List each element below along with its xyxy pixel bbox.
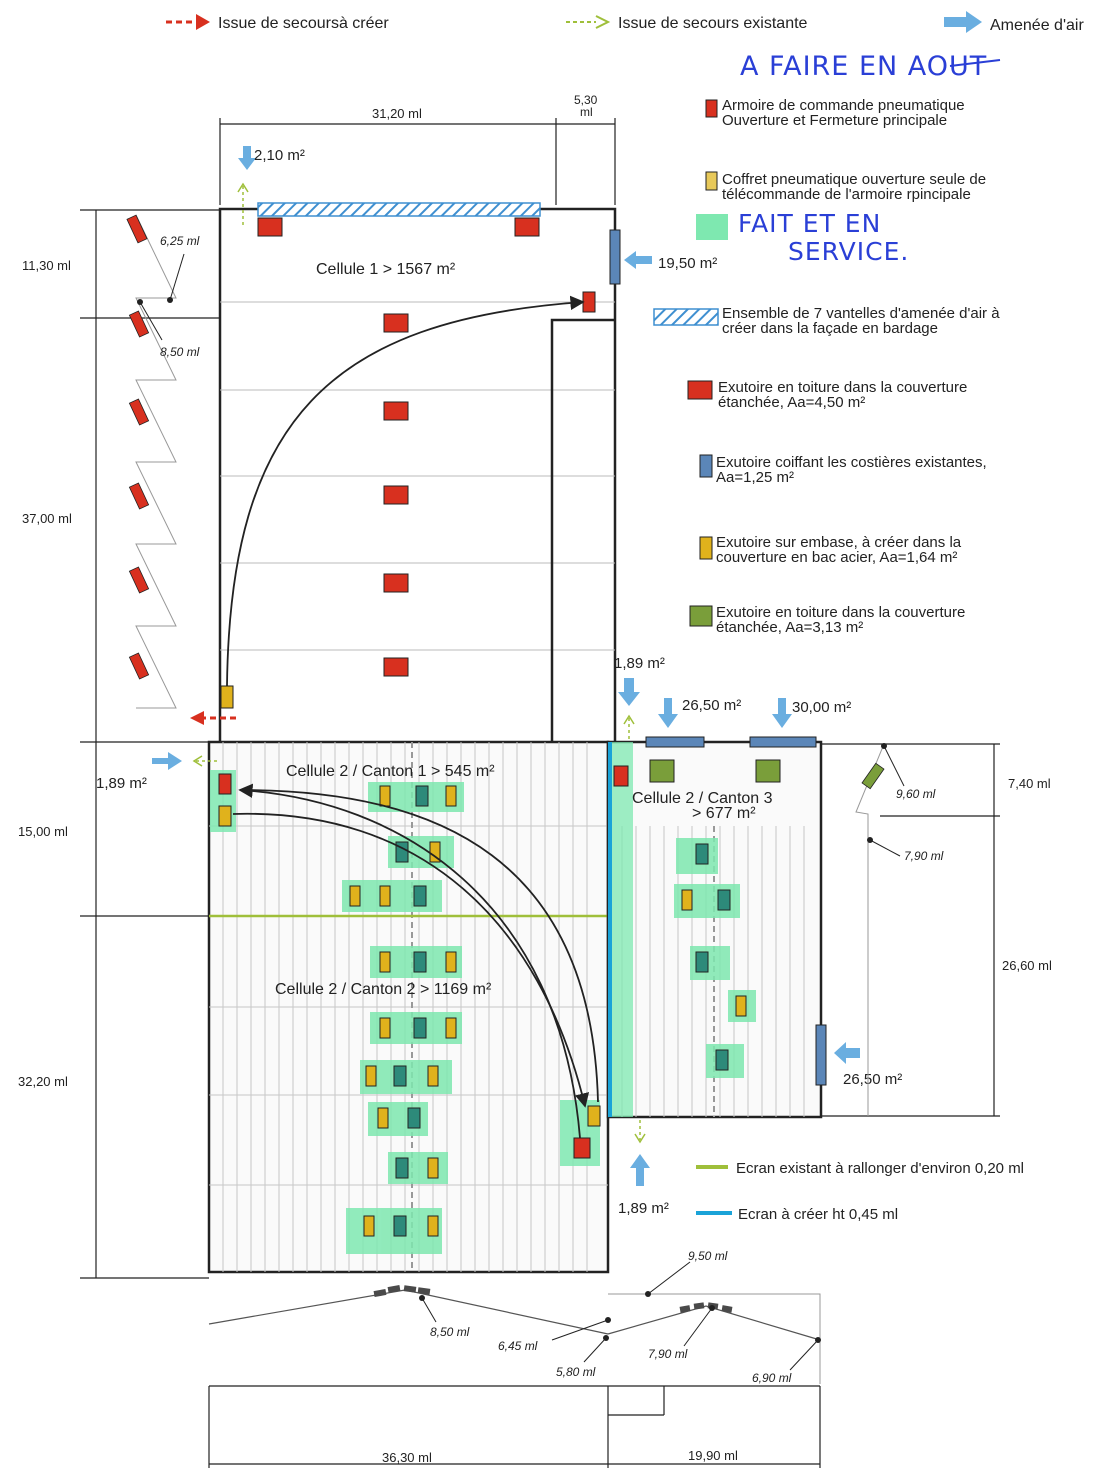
legend-pneumatic-box-2: télécommande de l'armoire rpincipale <box>722 186 971 203</box>
pneumatic-box-icon <box>705 171 718 191</box>
area-2-10: 2,10 m² <box>254 147 305 164</box>
handwritten-august-note: A FAIRE EN AOUT <box>740 51 987 82</box>
bottom-section <box>208 1261 821 1384</box>
legend-green-vent-2: étanchée, Aa=3,13 m² <box>716 619 863 636</box>
pneumatic-lines <box>226 295 599 1139</box>
area-30-00: 30,00 m² <box>792 699 851 716</box>
pneumatic-box-cell1 <box>220 685 234 709</box>
left-section-vents <box>126 214 150 680</box>
legend-blue-vent-2: Aa=1,25 m² <box>716 469 794 486</box>
green-vent-icon <box>689 605 713 627</box>
legend-roof-vent-red-1: Exutoire en toiture dans la couverture <box>718 379 967 396</box>
legend-yellow-vent-1: Exutoire sur embase, à créer dans la <box>716 534 962 551</box>
wall-vent-cell1 <box>609 229 621 285</box>
exit-to-create-arrow-icon <box>166 14 210 30</box>
cell-2-special-vents <box>218 759 781 1159</box>
legend-yellow-vent-2: couverture en bac acier, Aa=1,64 m² <box>716 549 957 566</box>
section-9-60: 9,60 ml <box>896 787 936 801</box>
legend-blue-vent-1: Exutoire coiffant les costières existant… <box>716 454 987 471</box>
legend-exit-to-create: Issue de secoursà créer <box>218 15 389 32</box>
dim-36-30: 36,30 ml <box>382 1450 432 1465</box>
dim-11-30: 11,30 ml <box>22 258 71 273</box>
section-7-90-right: 7,90 ml <box>904 849 944 863</box>
dim-19-90: 19,90 ml <box>688 1448 738 1463</box>
wall-vent-top-1 <box>645 736 705 748</box>
area-labels: 2,10 m² 19,50 m² 1,89 m² 26,50 m² 30,00 … <box>96 147 902 1217</box>
existing-exit-arrow-icon <box>566 15 611 29</box>
legend-vantelles-1: Ensemble de 7 vantelles d'amenée d'air à <box>722 305 1000 322</box>
legend-existing-exit: Issue de secours existante <box>618 15 808 32</box>
canton-3-label-1: Cellule 2 / Canton 3 <box>632 790 773 807</box>
dim-5-30-a: 5,30 <box>574 93 598 107</box>
section-6-45: 6,45 ml <box>498 1339 538 1353</box>
section-8-50-bottom: 8,50 ml <box>430 1325 470 1339</box>
legend-screen-create: Ecran à créer ht 0,45 ml <box>738 1206 898 1223</box>
canton-1-label: Cellule 2 / Canton 1 > 545 m² <box>286 763 495 780</box>
legend-vantelles-2: créer dans la façade en bardage <box>722 320 938 337</box>
dim-37-00: 37,00 ml <box>22 511 72 526</box>
section-9-50: 9,50 ml <box>688 1249 728 1263</box>
legend-pneumatic-cabinet-2: Ouverture et Fermeture principale <box>722 112 947 129</box>
done-highlight-icon <box>696 214 728 240</box>
legend-pneumatic-box-1: Coffret pneumatique ouverture seule de <box>722 171 986 188</box>
legend-pneumatic-cabinet-1: Armoire de commande pneumatique <box>722 97 965 114</box>
wall-vent-right <box>815 1024 827 1086</box>
handwritten-done-line2: SERVICE. <box>788 237 909 266</box>
canton-3-label-2: > 677 m² <box>692 805 756 822</box>
right-legend: Armoire de commande pneumatique Ouvertur… <box>653 97 1024 1223</box>
vantelles-icon <box>653 308 719 326</box>
dim-31-20: 31,20 ml <box>372 106 422 121</box>
pneumatic-cabinet-icon <box>705 99 718 118</box>
left-sawtooth-section <box>135 214 177 709</box>
blue-vent-icon <box>699 454 713 478</box>
roof-vent-red-icon <box>687 380 713 400</box>
area-19-50: 19,50 m² <box>658 255 717 272</box>
yellow-vent-icon <box>699 536 713 560</box>
legend-air-inlet: Amenée d'air <box>990 17 1084 34</box>
dimension-labels: 31,20 ml 5,30 ml 11,30 ml 37,00 ml 15,00… <box>18 93 1052 1465</box>
dimension-lines <box>80 118 1000 1468</box>
section-5-80: 5,80 ml <box>556 1365 596 1379</box>
air-inlet-arrows <box>152 146 860 1186</box>
right-section <box>855 743 905 1116</box>
canton-2-label: Cellule 2 / Canton 2 > 1169 m² <box>275 981 492 998</box>
legend-green-vent-1: Exutoire en toiture dans la couverture <box>716 604 965 621</box>
area-1-89-left: 1,89 m² <box>96 775 147 792</box>
area-26-50-right: 26,50 m² <box>843 1071 902 1088</box>
air-inlet-arrow-icon <box>944 11 982 33</box>
building-plan: Cellule 1 > 1567 m² Cellule 2 / Canton 1… <box>207 202 827 1274</box>
area-1-89-top: 1,89 m² <box>614 655 665 672</box>
top-legend: Issue de secoursà créer Issue de secours… <box>166 11 1084 34</box>
vantelles-band <box>257 202 541 217</box>
dim-15-00: 15,00 ml <box>18 824 68 839</box>
legend-roof-vent-red-2: étanchée, Aa=4,50 m² <box>718 394 865 411</box>
legend-screen-existing: Ecran existant à rallonger d'environ 0,2… <box>736 1160 1024 1177</box>
cell-2-roof-vents <box>349 785 747 1237</box>
area-1-89-bottom: 1,89 m² <box>618 1200 669 1217</box>
dim-32-20: 32,20 ml <box>18 1074 68 1089</box>
wall-vent-top-2 <box>749 736 817 748</box>
left-section-markers <box>137 253 185 341</box>
dim-26-60: 26,60 ml <box>1002 958 1052 973</box>
dim-7-40: 7,40 ml <box>1008 776 1051 791</box>
dim-5-30-b: ml <box>580 105 593 119</box>
handwritten-done-line1: FAIT ET EN <box>738 209 881 238</box>
area-26-50-top: 26,50 m² <box>682 697 741 714</box>
section-8-50-left: 8,50 ml <box>160 345 200 359</box>
section-6-90: 6,90 ml <box>752 1371 792 1385</box>
section-6-25: 6,25 ml <box>160 234 200 248</box>
cell-2-grid <box>207 740 610 1274</box>
section-7-90-bottom: 7,90 ml <box>648 1347 688 1361</box>
cell-1-label: Cellule 1 > 1567 m² <box>316 261 456 278</box>
cell-1-roof-vents <box>257 217 596 677</box>
